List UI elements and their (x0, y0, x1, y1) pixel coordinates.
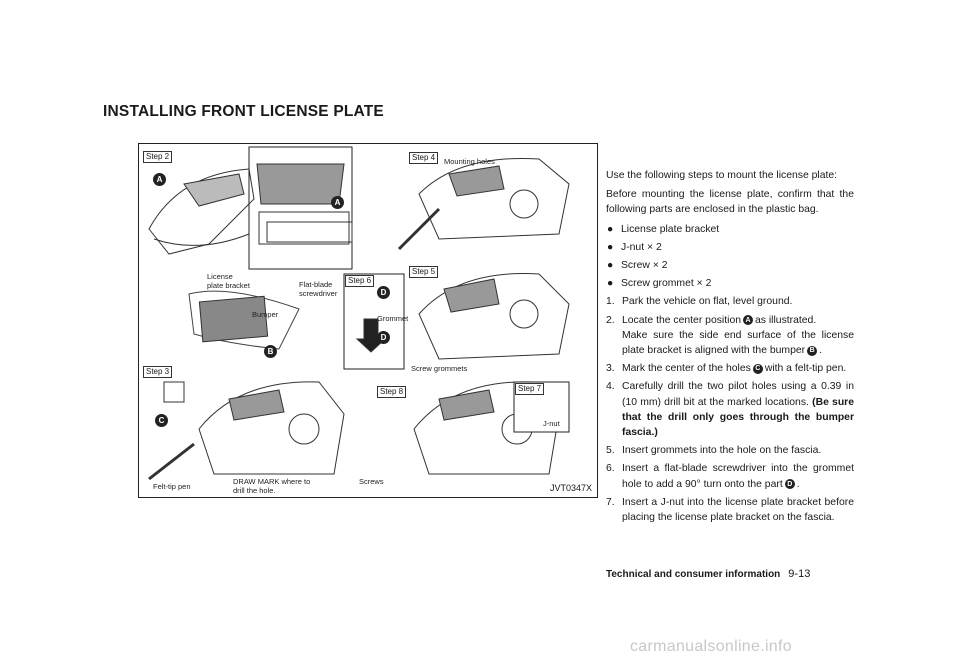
bumper-label: Bumper (252, 310, 279, 319)
page-title: INSTALLING FRONT LICENSE PLATE (103, 103, 384, 120)
callout-d-bottom: D (377, 331, 390, 344)
step-4-label: Step 4 (409, 152, 439, 164)
jnut-label: J-nut (543, 419, 560, 428)
part-item: ●License plate bracket (607, 223, 720, 235)
step-1: 1.Park the vehicle on flat, level ground… (606, 296, 793, 308)
step-5: 5.Insert grommets into the hole on the f… (606, 445, 822, 457)
mounting-holes-label: Mounting holes (444, 157, 495, 166)
intro-text: Use the following steps to mount the lic… (606, 170, 838, 181)
step-4: 4.Carefully drill the two pilot holes us… (606, 381, 855, 439)
callout-c-inline: C (752, 363, 763, 374)
license-bracket-label: License plate bracket (207, 272, 250, 290)
screws-label: Screws (359, 477, 384, 486)
callout-b: B (264, 345, 277, 358)
step-6-label: Step 6 (345, 275, 375, 287)
callout-b-inline: B (807, 345, 818, 356)
step-5-label: Step 5 (409, 266, 439, 278)
step-2-note: Make sure the side end surface of the li… (622, 329, 854, 357)
step-6: 6.Insert a flat-blade screwdriver into t… (606, 463, 854, 490)
illustration-drawing (148, 146, 570, 481)
callout-d-top: D (377, 286, 390, 299)
figure-code: JVT0347X (549, 483, 592, 493)
footer-section: Technical and consumer information (606, 569, 781, 580)
instructions: Use the following steps to mount the lic… (606, 168, 854, 528)
step-8-label: Step 8 (377, 386, 407, 398)
step-7-label: Step 7 (515, 383, 545, 395)
callout-a-inset: A (331, 196, 344, 209)
watermark: carmanualsonline.info (630, 638, 792, 655)
page-footer: Technical and consumer information 9-13 (606, 568, 856, 580)
part-item: ●Screw × 2 (607, 260, 668, 272)
screw-grommets-label: Screw grommets (411, 364, 468, 373)
grommet-label: Grommet (377, 314, 409, 323)
callout-a-inline: A (743, 315, 753, 326)
callout-c: C (155, 414, 168, 427)
callout-d-inline: D (784, 479, 795, 490)
flat-blade-label: Flat-blade screwdriver (299, 280, 338, 298)
draw-mark-label: DRAW MARK where to drill the hole. (233, 477, 311, 495)
installation-figure: Step 2 Step 3 Step 4 Step 5 Step 6 Step … (138, 143, 598, 498)
callout-a: A (153, 173, 166, 186)
part-item: ●J-nut × 2 (607, 241, 662, 253)
step-7: 7.Insert a J-nut into the license plate … (606, 496, 854, 524)
step-4-warning: (Be sure that the drill only goes throug… (622, 396, 855, 439)
page-number: 9-13 (788, 568, 811, 580)
before-text: Before mounting the license plate, confi… (606, 189, 854, 216)
felt-tip-label: Felt-tip pen (153, 482, 191, 491)
part-item: ●Screw grommet × 2 (607, 278, 712, 290)
step-2-label: Step 2 (143, 151, 173, 163)
step-3-label: Step 3 (143, 366, 173, 378)
